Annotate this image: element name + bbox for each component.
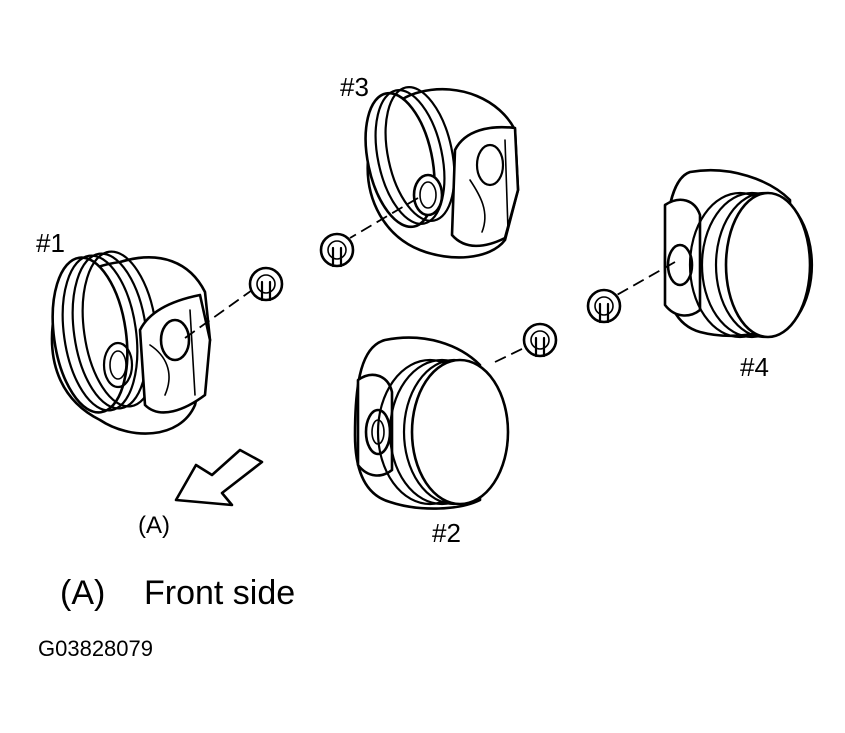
legend-key: (A) xyxy=(60,574,106,612)
circlip-1-icon xyxy=(248,266,284,302)
legend: (A) Front side xyxy=(60,574,295,613)
piston-1-drawing xyxy=(50,250,212,435)
piston-4-drawing xyxy=(663,168,814,339)
circlip-2-icon xyxy=(522,322,558,358)
pin-line-1 xyxy=(184,287,256,339)
pin-line-4 xyxy=(614,261,676,297)
piston-4-label: #4 xyxy=(740,352,769,382)
piston-1-label: #1 xyxy=(36,228,65,258)
legend-text: Front side xyxy=(144,574,296,612)
pin-line-3 xyxy=(349,197,419,239)
direction-callout: (A) xyxy=(138,512,170,539)
front-direction-arrow-icon xyxy=(174,448,264,507)
figure-code: G03828079 xyxy=(38,636,153,661)
pin-line-2 xyxy=(494,344,531,363)
circlip-4-icon xyxy=(586,288,622,324)
piston-2-label: #2 xyxy=(432,518,461,548)
piston-2-drawing xyxy=(353,336,510,510)
piston-3-drawing xyxy=(364,86,520,259)
circlip-3-icon xyxy=(319,232,355,268)
piston-3-label: #3 xyxy=(340,72,369,102)
